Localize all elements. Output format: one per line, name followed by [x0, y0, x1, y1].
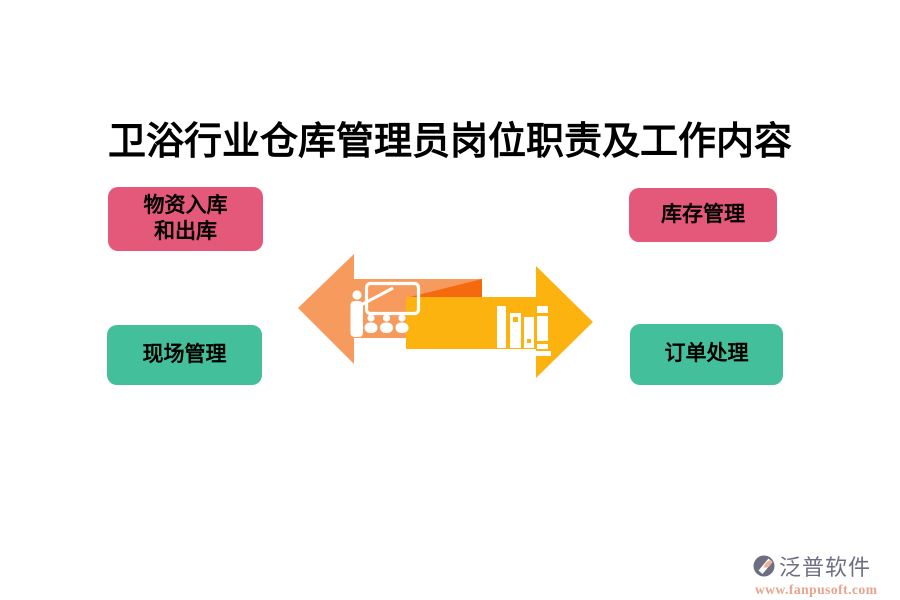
box-order-processing: 订单处理: [630, 324, 783, 385]
bookshelf-icon: [494, 306, 551, 362]
watermark-brand-text: 泛普软件: [779, 555, 872, 580]
page-title: 卫浴行业仓库管理员岗位职责及工作内容: [107, 121, 792, 163]
ribbon-fold-shape: [406, 279, 482, 298]
presentation-training-icon: [350, 281, 421, 337]
box-inventory-management: 库存管理: [629, 188, 777, 242]
box-site-management: 现场管理: [107, 325, 262, 385]
box-material-in-out: 物资入库 和出库: [108, 187, 263, 251]
watermark-url-text: www.fanpusoft.com: [755, 582, 878, 597]
fanpu-logo-icon: [753, 555, 775, 577]
watermark: 泛普软件 www.fanpusoft.com: [752, 550, 900, 598]
